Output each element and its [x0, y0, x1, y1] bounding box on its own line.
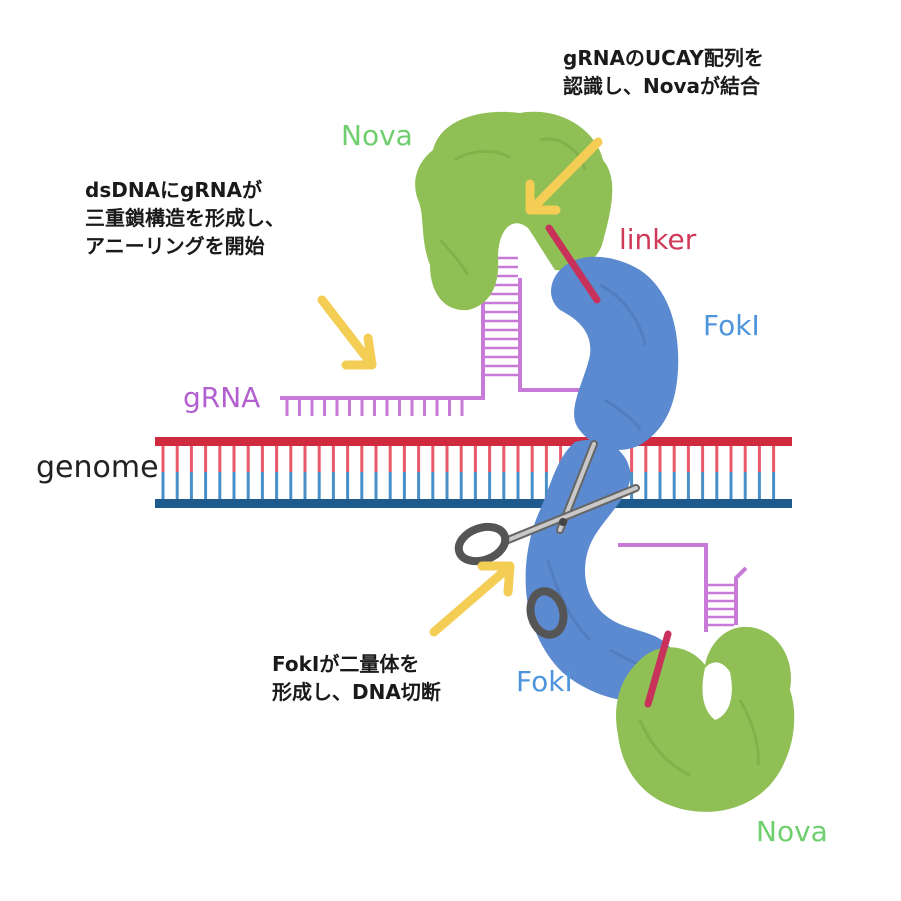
- annotation-line: dsDNAにgRNAが: [85, 178, 262, 202]
- arrow-icon-left: [317, 295, 377, 370]
- annotation-line: アニーリングを開始: [85, 234, 265, 258]
- arrow-icon-bottom: [429, 561, 515, 637]
- annotation-line: 認識し、Novaが結合: [563, 74, 761, 98]
- annotation-left: dsDNAにgRNAが 三重鎖構造を形成し、 アニーリングを開始: [85, 176, 285, 260]
- annotation-line: 三重鎖構造を形成し、: [85, 206, 285, 230]
- label-foki-top: FokI: [703, 309, 760, 342]
- label-nova-bottom: Nova: [756, 815, 828, 848]
- genome-base-pairs: [161, 446, 776, 499]
- grna-bottom: [618, 543, 748, 632]
- label-genome: genome: [36, 450, 159, 485]
- linker-bottom: [644, 630, 672, 708]
- linker-top: [545, 224, 601, 304]
- nova-bottom-shape: [616, 626, 795, 812]
- foki-top-shape: [551, 256, 679, 450]
- annotation-line: 形成し、DNA切断: [272, 680, 441, 704]
- genome-top-strand: [155, 437, 792, 446]
- annotation-line: gRNAのUCAY配列を: [563, 46, 764, 70]
- annotation-line: FokIが二量体を: [272, 652, 420, 676]
- annotation-bottom: FokIが二量体を 形成し、DNA切断: [272, 650, 441, 706]
- grna-bases: [285, 398, 464, 416]
- label-grna: gRNA: [183, 381, 261, 414]
- grna-hairpin-bottom: [708, 583, 734, 627]
- arrow-icon: [525, 137, 603, 215]
- label-foki-bottom: FokI: [516, 665, 573, 698]
- nova-top-shape: [415, 111, 613, 311]
- annotation-top-right: gRNAのUCAY配列を 認識し、Novaが結合: [563, 44, 764, 100]
- genome-bottom-strand: [155, 499, 792, 508]
- label-nova-top: Nova: [341, 119, 413, 152]
- label-linker: linker: [619, 223, 697, 256]
- scissors-icon: [454, 440, 640, 639]
